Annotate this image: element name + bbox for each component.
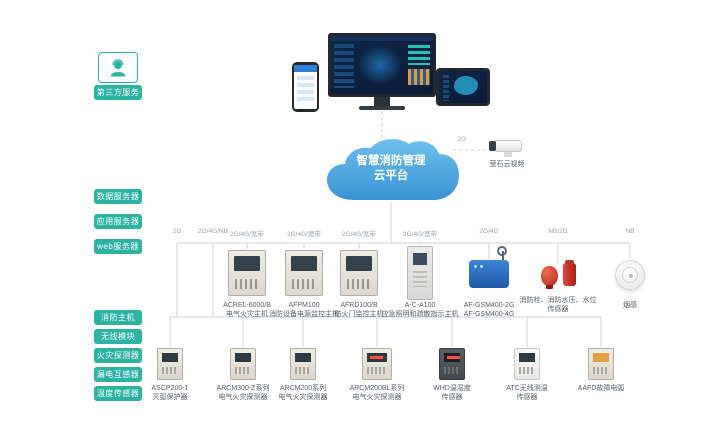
- device-arcm300z: [230, 348, 256, 380]
- device-atc: [514, 348, 540, 380]
- device-smoke-detector: [615, 260, 645, 290]
- label-arcm300z: ARCM300-Z系列电气火灾探测器: [216, 385, 270, 401]
- monitor-base: [359, 106, 405, 110]
- label-arcm200bl: ARCM200BL系列电气火灾探测器: [349, 385, 405, 401]
- person-headset-icon: [110, 58, 126, 76]
- left-tag-data-server: 数据服务器: [94, 189, 142, 204]
- left-tag-temperature-sensor: 温度传感器: [94, 386, 142, 401]
- left-tag-app-server: 应用服务器: [94, 214, 142, 229]
- left-tag-wireless-module: 无线模块: [94, 329, 142, 344]
- device-arcm200: [290, 348, 316, 380]
- label-aafd: AAFD故障电弧: [577, 385, 625, 392]
- device-af-gsm400-gateway: [469, 246, 509, 288]
- left-tag-web-server: web服务器: [94, 239, 142, 254]
- bus1-link-3: 2G/4G/宽带: [287, 231, 321, 238]
- digit-display: [447, 356, 460, 359]
- camera-mount: [504, 152, 512, 157]
- device-arcm200bl: [362, 348, 392, 380]
- phone-screen: [294, 65, 317, 109]
- bus1-link-7: NB/2G: [548, 228, 568, 235]
- bus1-link-1: 2G/4G/NB: [198, 228, 228, 235]
- label-hydrant-sensors: 消防栓、消防水压、水位传感器: [519, 297, 597, 313]
- device-afpm100-panel: [285, 250, 323, 296]
- label-smoke-detector: 烟感: [623, 302, 637, 309]
- desktop-monitor: [328, 33, 436, 110]
- left-tag-fire-host: 消防主机: [94, 310, 142, 325]
- bus1-link-2: 2G/4G/宽带: [230, 231, 264, 238]
- third-party-service-box: [98, 52, 138, 83]
- cloud-camera-device: [486, 137, 528, 159]
- cloud-title-line1: 智慧消防管理: [356, 155, 426, 167]
- bus1-link-4: 2G/4G/宽带: [342, 231, 376, 238]
- label-arcm200: ARCM200系列电气火灾探测器: [278, 385, 328, 401]
- label-whd: WHD温湿度传感器: [433, 385, 471, 401]
- left-tag-third-party: 第三方服务: [94, 85, 142, 100]
- bus1-link-6: 2G/4G: [479, 228, 499, 235]
- device-acrel-6000-panel: [228, 250, 266, 296]
- cloud-title-line2: 云平台: [373, 170, 409, 182]
- device-aca100-cabinet: [407, 246, 433, 300]
- dashboard-screen: [328, 33, 436, 97]
- camera-body: [494, 140, 522, 152]
- cloud-title: 智慧消防管理 云平台: [318, 154, 464, 184]
- gateway-led-icons: [474, 265, 477, 268]
- hydrant-pressure-sensor: [540, 266, 558, 289]
- left-tag-fire-detector: 火灾探测器: [94, 348, 142, 363]
- camera-lens-icon: [489, 141, 496, 151]
- bus1-link-5: 2G/4G/宽带: [403, 231, 437, 238]
- camera-link-label: 2G: [457, 136, 467, 143]
- device-ascp200: [157, 348, 183, 380]
- cloud-shape: [318, 136, 464, 204]
- device-aafd: [588, 348, 614, 380]
- digit-display: [370, 356, 383, 359]
- camera-label: 萤石云视频: [489, 161, 525, 168]
- device-hydrant-sensors: [538, 260, 578, 289]
- bus1-link-8: NB: [625, 228, 635, 235]
- bus1-link-0: 2G: [172, 228, 182, 235]
- smartphone: [292, 62, 319, 112]
- water-level-sensor: [562, 260, 576, 286]
- tablet-screen: [439, 71, 487, 103]
- monitor-stand: [374, 97, 390, 106]
- label-atc: ATC无线测温传感器: [506, 385, 548, 401]
- device-afrd100-panel: [340, 250, 378, 296]
- device-whd: [439, 348, 465, 380]
- left-tag-leakage-transformer: 漏电互感器: [94, 367, 142, 382]
- tablet: [436, 68, 490, 106]
